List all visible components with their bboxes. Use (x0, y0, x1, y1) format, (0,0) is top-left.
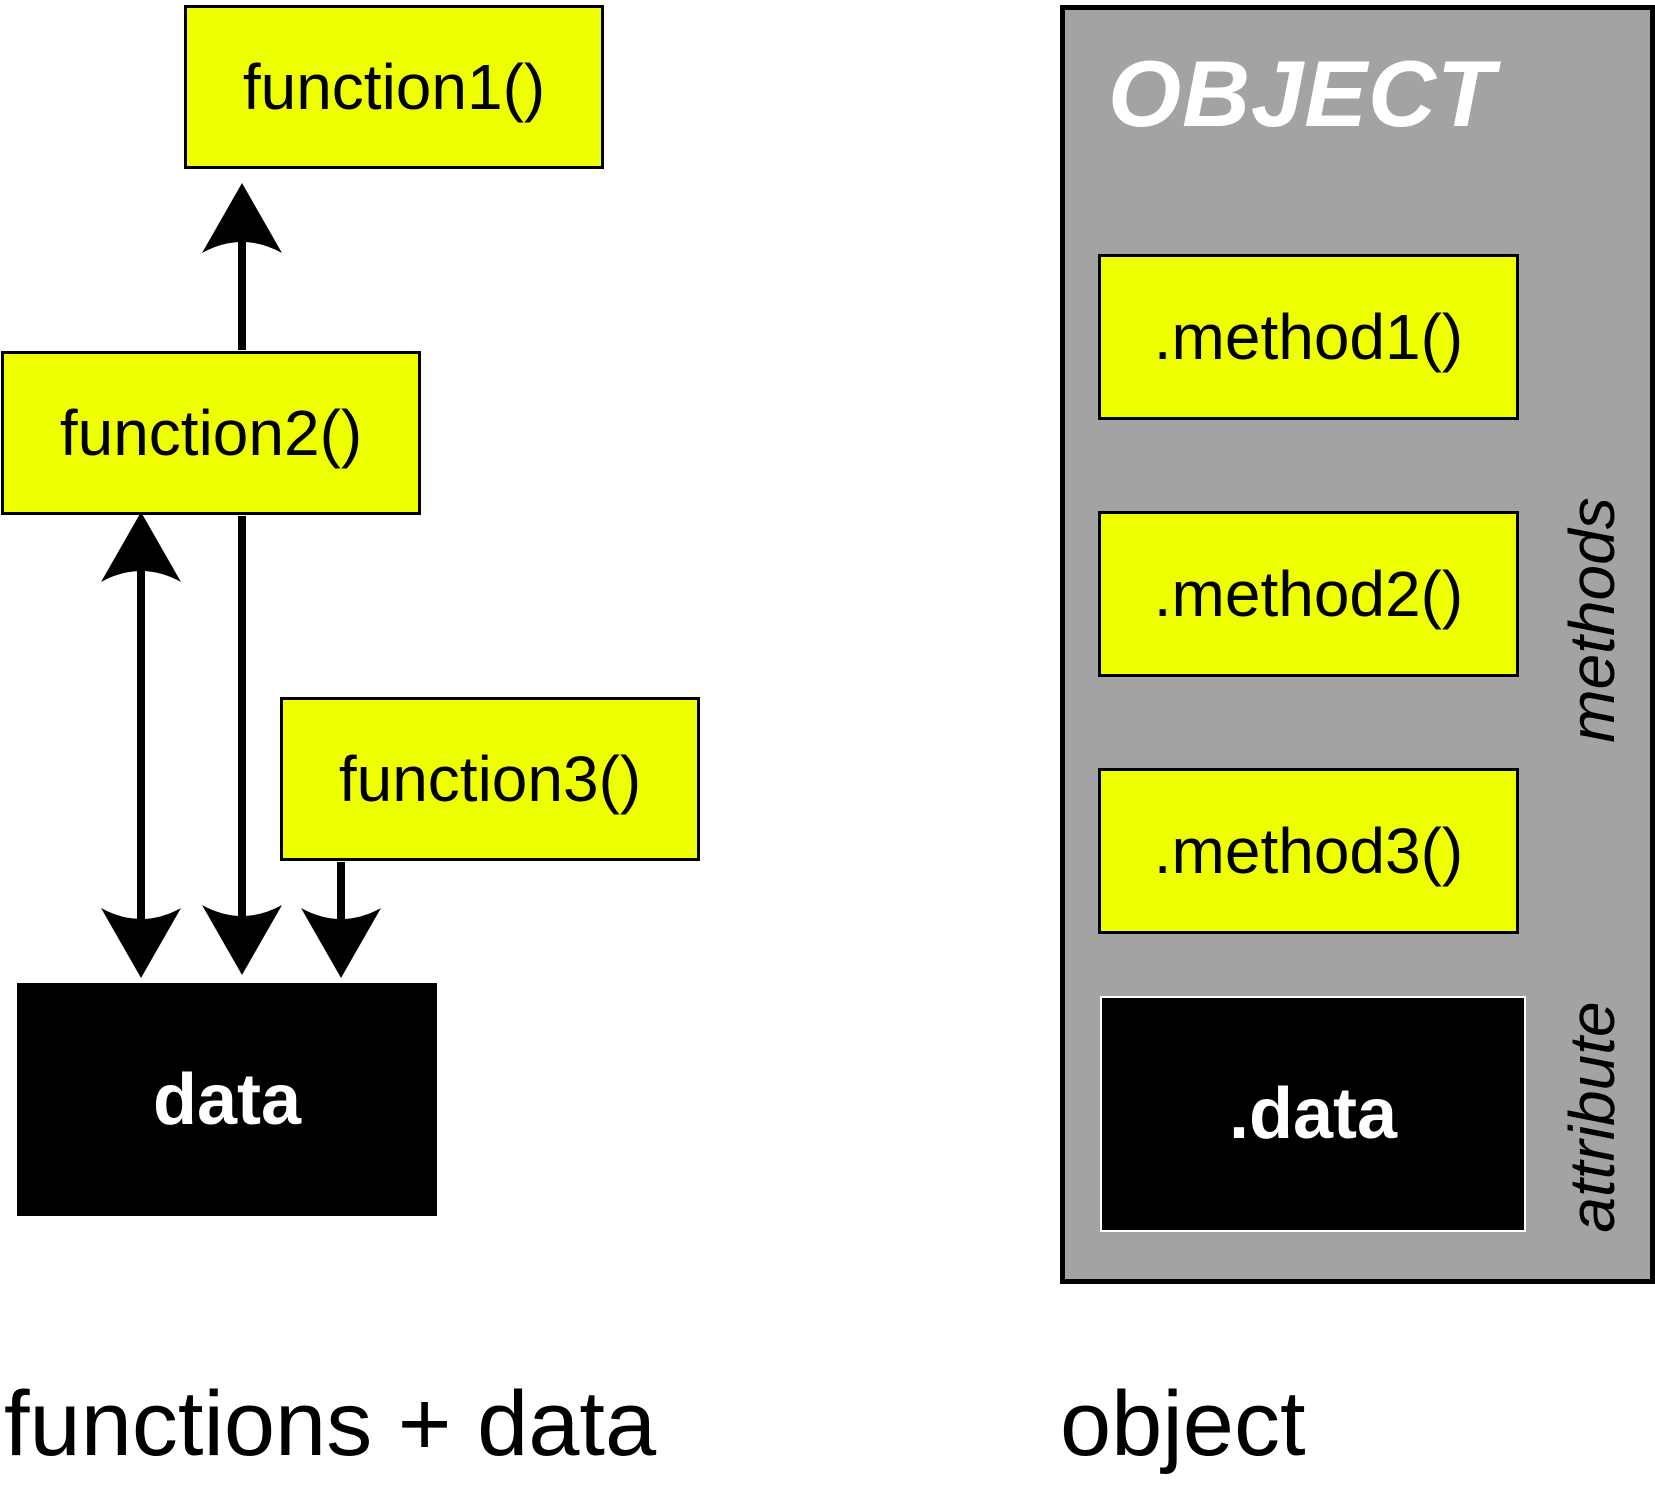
method1-label: .method1() (1153, 301, 1464, 373)
methods-side-label: methods (1556, 497, 1628, 743)
function1-label: function1() (242, 51, 546, 123)
function2-label: function2() (59, 397, 363, 469)
left-caption: functions + data (4, 1373, 657, 1475)
method1-box: .method1() (1098, 254, 1519, 420)
method2-box: .method2() (1098, 511, 1519, 677)
method2-label: .method2() (1153, 558, 1464, 630)
object-data-box: .data (1100, 996, 1526, 1232)
function1-box: function1() (184, 5, 604, 169)
object-data-label: .data (1228, 1074, 1398, 1154)
method3-label: .method3() (1153, 815, 1464, 887)
method3-box: .method3() (1098, 768, 1519, 934)
object-title: OBJECT (1108, 41, 1496, 146)
attribute-side-label: attribute (1556, 1001, 1628, 1233)
function2-box: function2() (1, 351, 421, 515)
function3-label: function3() (338, 743, 642, 815)
data-label: data (152, 1059, 302, 1140)
data-box: data (17, 983, 437, 1216)
function3-box: function3() (280, 697, 700, 861)
right-caption: object (1060, 1373, 1306, 1475)
